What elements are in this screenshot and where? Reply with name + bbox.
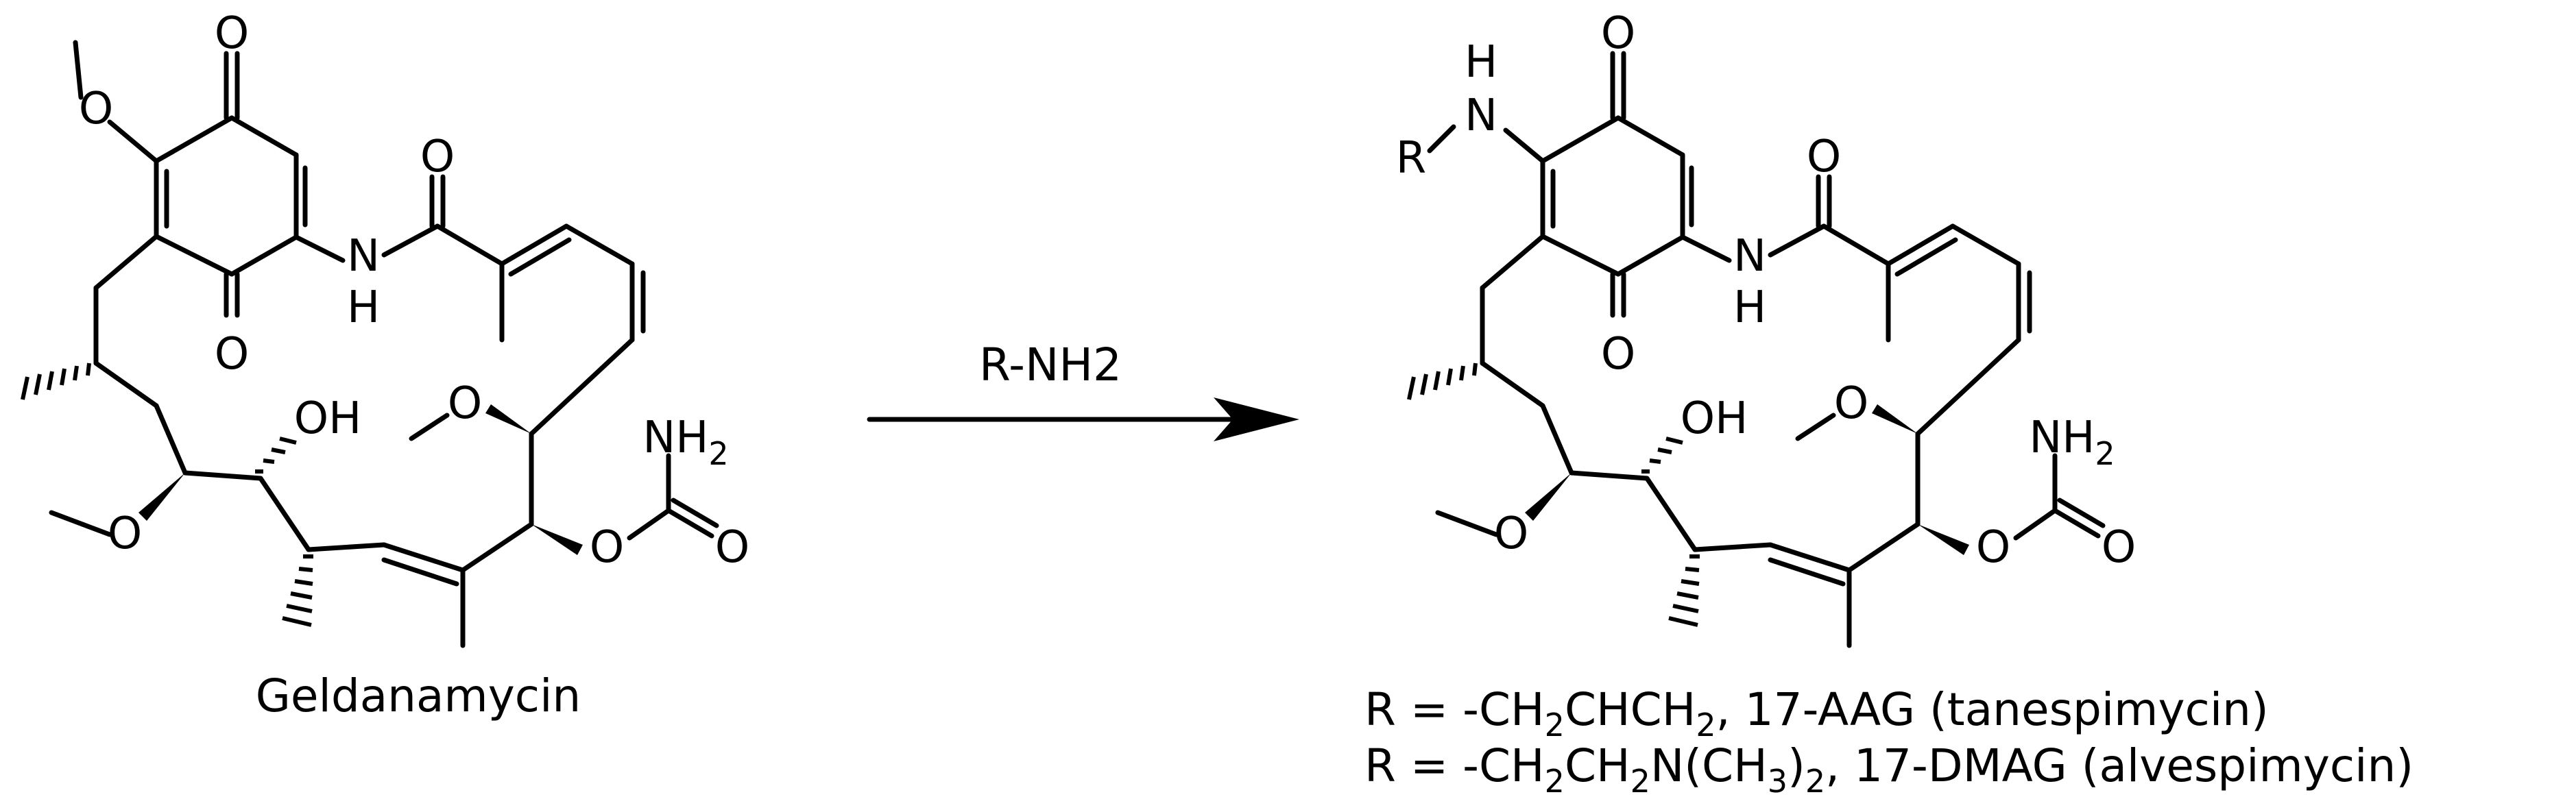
reaction-arrow: R-NH2: [867, 339, 1299, 441]
r-definition-subscript: 2: [1805, 763, 1825, 800]
amide-nitrogen: N: [347, 231, 380, 282]
quinone-oxygen-top: O: [215, 8, 249, 59]
r-definition-text: , 17-AAG (tanespimycin): [1716, 683, 2269, 736]
r-definition-text: CH: [1479, 683, 1545, 736]
reactant-hash-bonds: [21, 363, 313, 627]
product-amide-oxygen: O: [1807, 132, 1841, 182]
product-structure: O O H N R O N H OH O O NH2 O O R = -CH2C…: [1364, 8, 2414, 800]
product-hydroxyl-group: OH: [1681, 393, 1748, 444]
r-definition-subscript: 2: [1545, 707, 1565, 744]
r-definition-subscript: 2: [1696, 707, 1716, 744]
methoxy-oxygen: O: [79, 84, 113, 134]
quinone-oxygen-bottom: O: [215, 329, 249, 380]
carbamate-carbonyl-oxygen: O: [715, 522, 749, 573]
r-definition-lhs: R = -: [1364, 739, 1479, 792]
amide-hydrogen: H: [347, 282, 380, 333]
r-definition-lhs: R = -: [1364, 683, 1479, 736]
ether-oxygen-right: O: [448, 378, 482, 429]
r-definition-text: CHCH: [1565, 683, 1696, 736]
r-definition-text: CH: [1479, 739, 1545, 792]
product-hash-bonds: [1407, 363, 1700, 627]
product-ether-oxygen-right: O: [1834, 378, 1868, 429]
reagent-label: R-NH2: [979, 339, 1122, 391]
geldanamycin-structure: O O O O N H OH O O NH2 O O Geldanamycin: [21, 8, 749, 722]
r-definition-text: , 17-DMAG (alvespimycin): [1825, 739, 2414, 792]
carbamate-ester-oxygen: O: [590, 522, 624, 573]
r-definition-subscript: 2: [1545, 763, 1565, 800]
arrow-head: [1214, 397, 1299, 441]
product-r-group: R: [1396, 133, 1426, 184]
hydroxyl-group: OH: [294, 393, 362, 444]
product-carbamate-ester-oxygen: O: [1976, 522, 2010, 573]
ether-oxygen-left: O: [108, 508, 142, 559]
product-ether-oxygen-left: O: [1494, 508, 1528, 559]
reactant-atom-labels: O O O O N H OH O O NH2 O O: [79, 8, 749, 573]
carbamate-nitrogen: NH2: [642, 413, 728, 472]
r-definition-text: ): [1787, 739, 1805, 792]
reactant-name: Geldanamycin: [256, 670, 581, 722]
product-quinone-oxygen-bottom: O: [1601, 329, 1635, 380]
product-quinone-oxygen-top: O: [1601, 8, 1635, 59]
product-atom-labels: O O H N R O N H OH O O NH2 O O: [1396, 8, 2136, 573]
amide-oxygen: O: [420, 132, 455, 182]
product-amine-nitrogen: N: [1465, 90, 1497, 141]
product-amide-nitrogen: N: [1733, 231, 1766, 282]
product-amine-hydrogen: H: [1465, 37, 1497, 88]
product-amide-hydrogen: H: [1733, 282, 1766, 333]
product-carbamate-nitrogen: NH2: [2029, 413, 2115, 472]
reactant-bonds: [49, 40, 719, 648]
r-definition-text: CH: [1565, 739, 1630, 792]
r-definition-subscript: 2: [1630, 763, 1650, 800]
product-carbamate-carbonyl-oxygen: O: [2102, 522, 2136, 573]
r-definition-text: N(CH: [1650, 739, 1768, 792]
product-bonds: [1427, 51, 2106, 648]
r-definition-tanespimycin: R = -CH2CHCH2, 17-AAG (tanespimycin): [1364, 683, 2269, 744]
r-definition-alvespimycin: R = -CH2CH2N(CH3)2, 17-DMAG (alvespimyci…: [1364, 739, 2414, 800]
r-definition-subscript: 3: [1768, 763, 1787, 800]
